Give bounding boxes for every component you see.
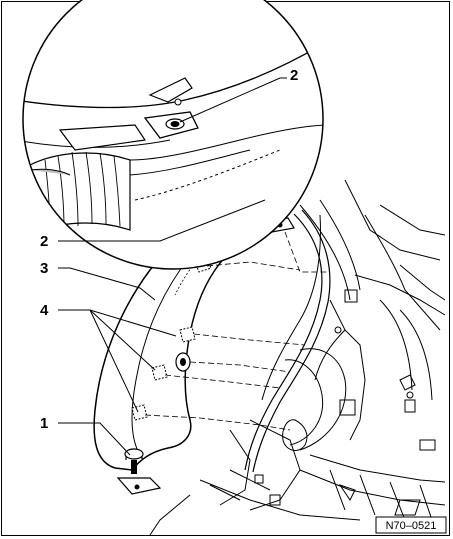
reference-code-box: N70–0521	[375, 516, 447, 534]
callout-4: 4	[40, 302, 49, 319]
vehicle-body-drawing	[149, 179, 446, 536]
callout-3: 3	[40, 260, 48, 277]
callout-2-top: 2	[290, 67, 298, 84]
callout-1: 1	[40, 415, 48, 432]
wheel-arch-edge	[244, 209, 331, 473]
callout-2-middle: 2	[40, 233, 48, 250]
reference-code: N70–0521	[386, 520, 437, 532]
leader-lines	[58, 77, 287, 456]
